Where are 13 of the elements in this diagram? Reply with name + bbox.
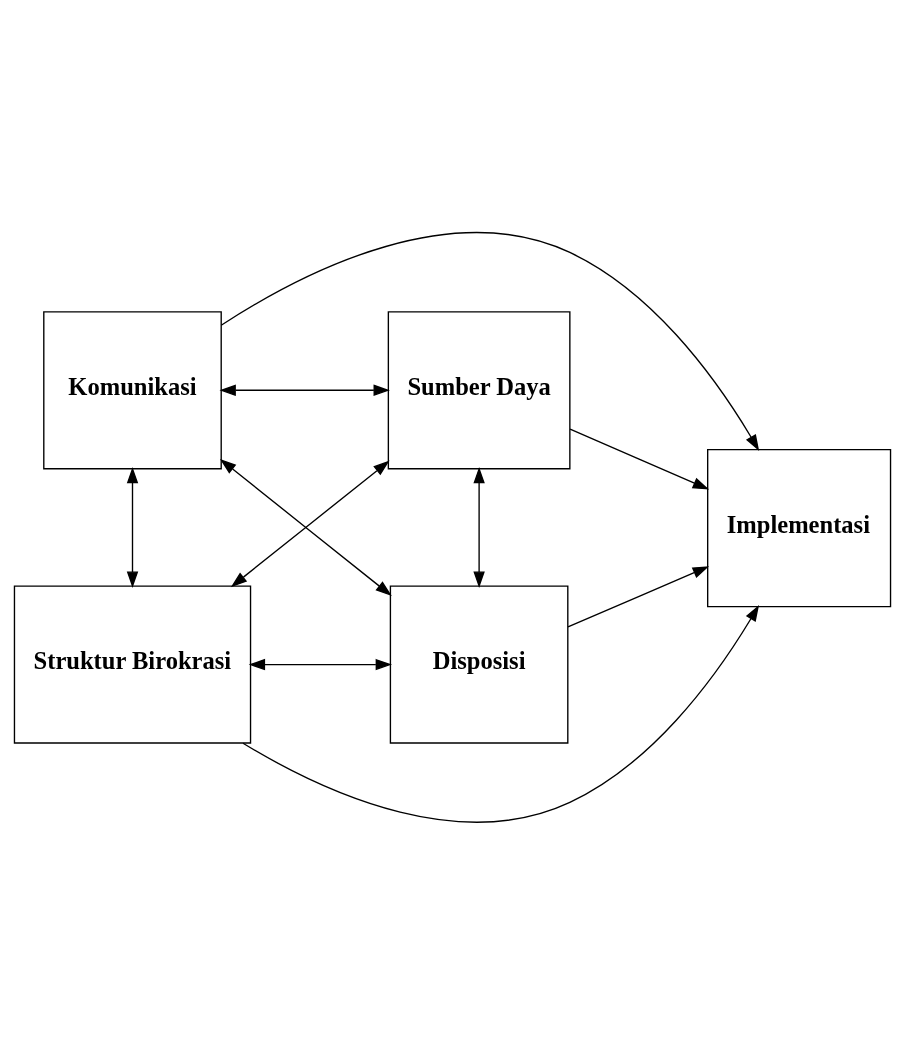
arrow — [241, 604, 759, 823]
arrow — [566, 566, 709, 628]
node-box: Komunikasi — [42, 311, 222, 470]
arrow — [568, 428, 709, 490]
arrow — [218, 384, 390, 396]
arrow — [248, 658, 392, 671]
node-box: Implementasi — [706, 448, 891, 608]
arrow — [472, 466, 485, 588]
node-box: Struktur Birokrasi — [13, 585, 251, 744]
arrow — [126, 466, 138, 588]
node-box: Disposisi — [389, 585, 568, 744]
arrow — [220, 231, 759, 451]
node-box: Sumber Daya — [387, 311, 571, 470]
